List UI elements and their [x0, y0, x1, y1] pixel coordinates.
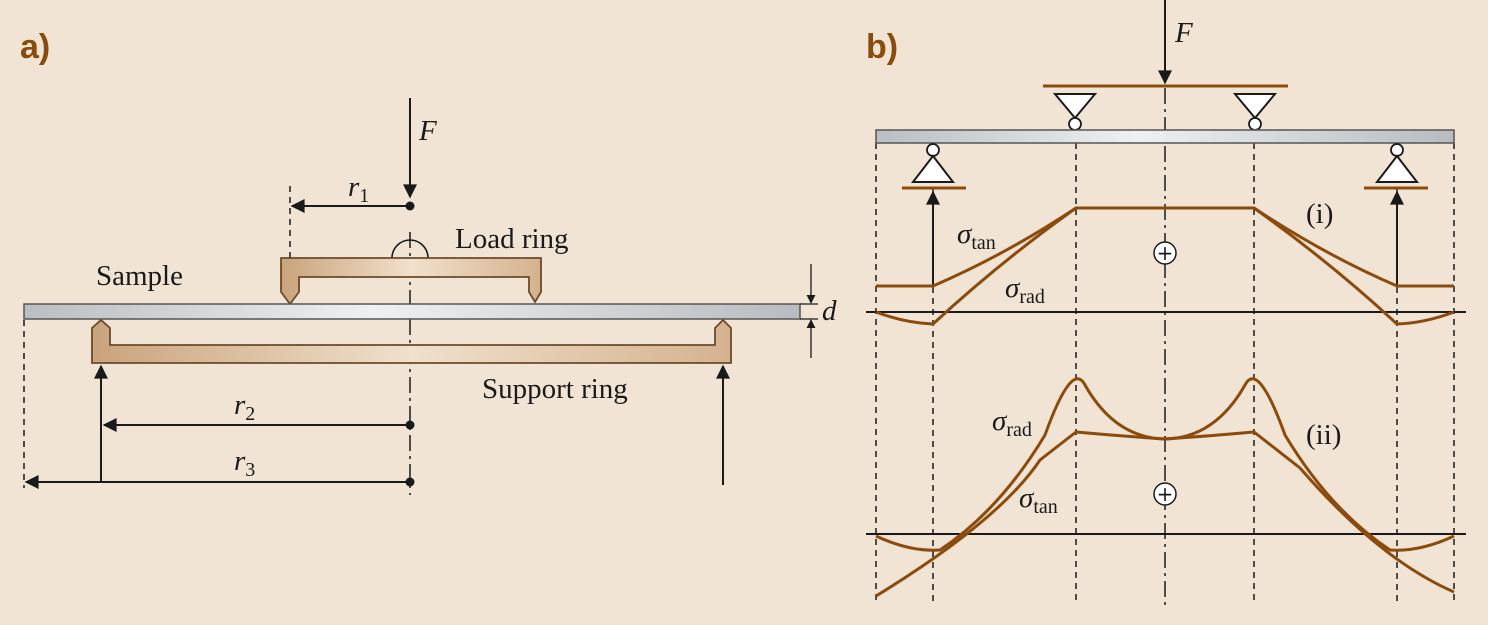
sample-label: Sample — [96, 260, 183, 292]
sigma-rad-curve-ii — [875, 377, 1455, 552]
panel-a: a) F r1 Load ring Sample d Support ring — [20, 28, 837, 495]
load-support-left — [1052, 93, 1098, 120]
plus-circle-i — [1153, 241, 1177, 265]
load-ball — [391, 239, 429, 259]
sigma-tan-label-ii: σtan — [1019, 482, 1058, 518]
sample-plate — [23, 303, 801, 320]
load-roller-left — [1068, 117, 1082, 131]
support-ring — [91, 318, 732, 364]
case-ii-label: (ii) — [1306, 419, 1341, 451]
panel-a-label: a) — [20, 28, 50, 66]
load-ring-label: Load ring — [455, 223, 569, 255]
thickness-label: d — [822, 295, 837, 327]
r2-label: r2 — [234, 389, 255, 425]
sigma-tan-curve-ii — [875, 430, 1455, 598]
r2-origin-dot — [405, 420, 415, 430]
sigma-rad-label-i: σrad — [1005, 272, 1045, 308]
panel-b: b) F σtan σrad — [866, 0, 1466, 605]
plus-sign-i: + — [1157, 241, 1174, 265]
sigma-tan-label-i: σtan — [957, 218, 996, 254]
load-ring — [280, 257, 542, 306]
panel-b-label: b) — [866, 28, 898, 66]
sigma-rad-curve-i — [875, 206, 1455, 326]
plus-sign-ii: + — [1157, 482, 1174, 506]
r1-origin-dot — [405, 201, 415, 211]
support-triangle-left — [910, 154, 956, 183]
r3-label: r3 — [234, 445, 255, 481]
r3-origin-dot — [405, 477, 415, 487]
force-label-b: F — [1174, 17, 1193, 49]
r1-label: r1 — [348, 171, 369, 207]
support-roller-right — [1390, 143, 1404, 157]
support-roller-left — [926, 143, 940, 157]
load-support-right — [1232, 93, 1278, 120]
load-roller-right — [1248, 117, 1262, 131]
sample-beam — [875, 129, 1455, 144]
case-i-label: (i) — [1306, 198, 1333, 230]
plus-circle-ii — [1153, 482, 1177, 506]
force-label: F — [418, 115, 437, 147]
support-ring-label: Support ring — [482, 373, 628, 405]
sigma-rad-label-ii: σrad — [992, 405, 1032, 441]
support-triangle-right — [1374, 154, 1420, 183]
